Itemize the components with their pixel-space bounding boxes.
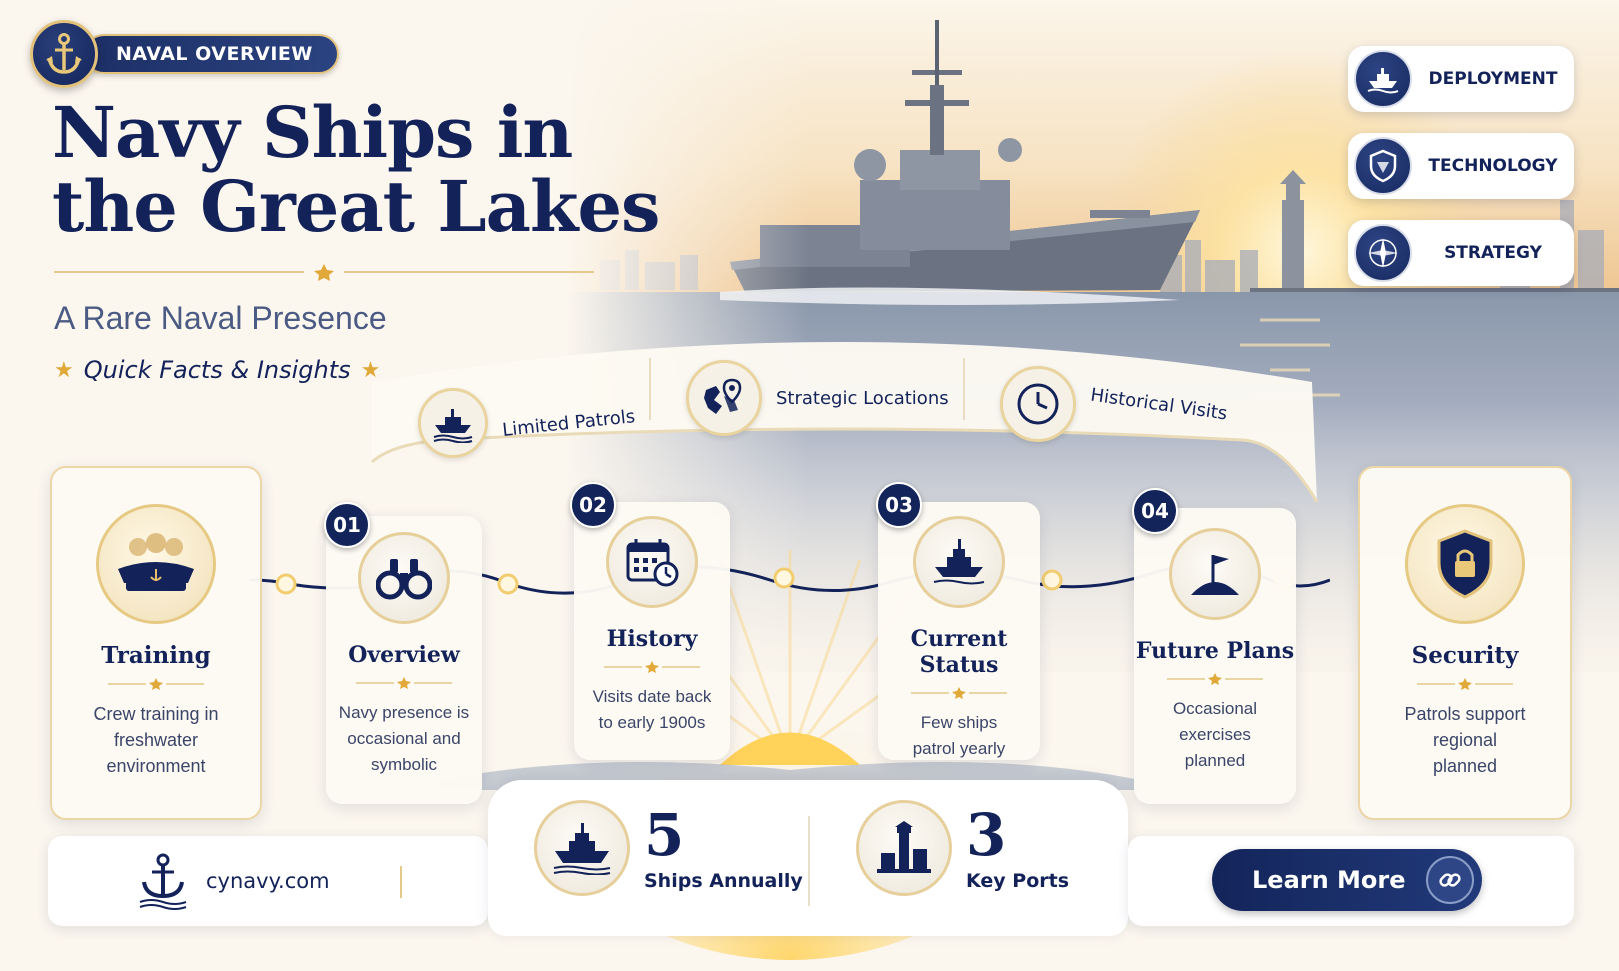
stat-label: Ships Annually [644,870,803,892]
stat-key-ports: 3 Key Ports [856,800,1069,896]
lighthouse-icon [856,800,952,896]
step-number-03: 03 [876,482,922,528]
nav-technology-label: TECHNOLOGY [1428,156,1558,176]
highlight-strategic-locations: Strategic Locations [686,360,949,436]
card-title: Current Status [910,626,1008,678]
card-title: Security [1411,642,1519,669]
card-text-line: regional [1432,730,1498,750]
step-number-02: 02 [570,482,616,528]
stat-value: 3 [966,801,1007,869]
site-link-panel: cynavy.com [48,836,488,926]
highlight-historical-visits: Historical Visits [1000,366,1229,442]
card-divider [108,678,204,690]
card-divider [604,661,700,673]
page-subtitle: A Rare Naval Presence [54,300,387,336]
site-link[interactable]: cynavy.com [206,869,330,893]
link-icon [1426,856,1474,904]
card-text: Visits date back to early 1900s [574,684,730,736]
card-text: Occasional exercises planned [1134,696,1296,774]
card-text-line: to early 1900s [598,713,706,732]
nav-deployment-label: DEPLOYMENT [1428,69,1558,89]
highlight-label: Limited Patrols [501,405,637,441]
title-line-2: the Great Lakes [52,165,660,248]
section-badge: NAVAL OVERVIEW [30,20,339,88]
nav-technology-button[interactable]: TECHNOLOGY [1348,133,1574,199]
card-training: Training Crew training in freshwater env… [50,466,262,820]
binoculars-icon [358,532,450,624]
flag-hill-icon [1169,528,1261,620]
highlight-label: Historical Visits [1089,384,1229,424]
ship-waves-icon [418,388,488,458]
page-title: Navy Ships in the Great Lakes [52,96,672,244]
stats-panel: 5 Ships Annually 3 Key Ports [488,780,1128,936]
card-text-line: symbolic [370,755,438,774]
highlight-limited-patrols: Limited Patrols [418,388,637,458]
anchor-icon [30,20,98,88]
star-icon: ★ [54,357,74,383]
badge-label: NAVAL OVERVIEW [84,34,339,74]
card-title: Overview [348,642,460,668]
card-text-line: planned [1184,751,1246,770]
card-divider [911,687,1007,699]
stat-label: Key Ports [966,870,1070,892]
learn-more-button[interactable]: Learn More [1212,849,1482,911]
clock-icon [1000,366,1076,442]
card-text-line: Occasional [1172,699,1258,718]
nav-strategy-label: STRATEGY [1444,243,1542,263]
card-text: Navy presence is occasional and symbolic [326,700,482,778]
calendar-clock-icon [606,516,698,608]
divider [808,816,810,906]
title-divider [54,264,594,281]
title-line-1: Navy Ships in [52,91,573,174]
card-text-line: Patrols support [1404,704,1526,724]
card-text: Patrols support regional planned [1360,701,1570,779]
card-text-line: planned [1432,756,1498,776]
card-divider [356,677,452,689]
anchor-icon [139,853,187,910]
card-text: Few ships patrol yearly [878,710,1040,762]
card-text-line: Few ships [920,713,998,732]
card-text-line: exercises [1179,725,1251,744]
warship-icon [913,516,1005,608]
card-title: History [606,626,698,652]
highlight-label: Strategic Locations [776,387,949,409]
navy-cap-icon [96,504,216,624]
nav-deployment-button[interactable]: DEPLOYMENT [1348,46,1574,112]
stat-ships-annually: 5 Ships Annually [534,800,803,896]
card-security: Security Patrols support regional planne… [1358,466,1572,820]
card-divider [1417,678,1513,690]
step-number-01: 01 [324,502,370,548]
card-text-line: occasional and [347,729,461,748]
quick-facts-label: Quick Facts & Insights [83,356,351,384]
map-pin-icon [686,360,762,436]
quick-facts-heading: ★ Quick Facts & Insights ★ [54,356,380,384]
card-text-line: Crew training in [93,704,219,724]
stat-value: 5 [644,801,685,869]
card-text-line: Navy presence is [338,703,470,722]
divider [400,866,402,898]
shield-icon [1354,137,1412,195]
card-current-status: Current Status Few ships patrol yearly [878,502,1040,760]
card-title: Training [101,642,211,669]
card-future-plans: Future Plans Occasional exercises planne… [1134,508,1296,804]
compass-icon [1354,224,1412,282]
ship-icon [1354,50,1412,108]
card-history: History Visits date back to early 1900s [574,502,730,760]
card-text-line: Visits date back [592,687,712,706]
warship-icon [534,800,630,896]
security-shield-icon [1405,504,1525,624]
learn-more-label: Learn More [1252,866,1406,894]
card-overview: Overview Navy presence is occasional and… [326,516,482,804]
card-text-line: environment [106,756,206,776]
card-text-line: freshwater [113,730,199,750]
nav-strategy-button[interactable]: STRATEGY [1348,220,1574,286]
card-text: Crew training in freshwater environment [52,701,260,779]
card-divider [1167,673,1263,685]
card-title: Future Plans [1135,638,1295,664]
star-icon: ★ [360,357,381,383]
step-number-04: 04 [1132,488,1178,534]
card-text-line: patrol yearly [912,739,1006,758]
